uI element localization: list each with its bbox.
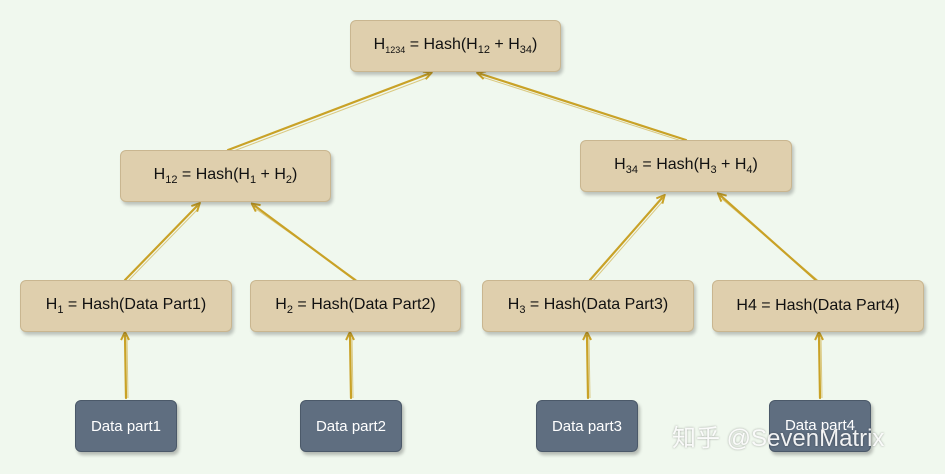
data-part4-node: Data part4 bbox=[769, 400, 871, 452]
data-part2-label: Data part2 bbox=[315, 417, 387, 435]
h3-label: H3 = Hash(Data Part3) bbox=[507, 296, 669, 316]
data-part3-node: Data part3 bbox=[536, 400, 638, 452]
edge-data3-h3 bbox=[587, 336, 588, 400]
data-part3-label: Data part3 bbox=[551, 417, 623, 435]
root-hash-label: H1234 = Hash(H12 + H34) bbox=[373, 36, 538, 56]
data-part2-node: Data part2 bbox=[300, 400, 402, 452]
h12-node: H12 = Hash(H1 + H2) bbox=[120, 150, 331, 202]
h2-node: H2 = Hash(Data Part2) bbox=[250, 280, 461, 332]
data-part4-label: Data part4 bbox=[784, 417, 856, 434]
h4-node: H4 = Hash(Data Part4) bbox=[712, 280, 924, 332]
h2-label: H2 = Hash(Data Part2) bbox=[275, 296, 436, 316]
watermark: 知乎 @SevenMatrix bbox=[672, 425, 885, 452]
h12-label: H12 = Hash(H1 + H2) bbox=[153, 166, 298, 186]
h1-label: H1 = Hash(Data Part1) bbox=[45, 296, 207, 316]
data-part1-label: Data part1 bbox=[90, 417, 162, 435]
edge-data1-h1 bbox=[125, 336, 126, 400]
root-hash-node: H1234 = Hash(H12 + H34) bbox=[350, 20, 561, 72]
h1-node: H1 = Hash(Data Part1) bbox=[20, 280, 232, 332]
h3-node: H3 = Hash(Data Part3) bbox=[482, 280, 694, 332]
h4-label: H4 = Hash(Data Part4) bbox=[736, 297, 900, 314]
edge-h3-h34 bbox=[588, 198, 662, 282]
edge-h34-root bbox=[481, 74, 688, 142]
edge-data2-h2 bbox=[350, 336, 351, 400]
edge-data4-h4 bbox=[819, 336, 820, 400]
h34-label: H34 = Hash(H3 + H4) bbox=[614, 156, 758, 176]
h34-node: H34 = Hash(H3 + H4) bbox=[580, 140, 792, 192]
edge-h12-root bbox=[226, 74, 428, 152]
data-part1-node: Data part1 bbox=[75, 400, 177, 452]
edge-h1-h12 bbox=[123, 206, 197, 282]
